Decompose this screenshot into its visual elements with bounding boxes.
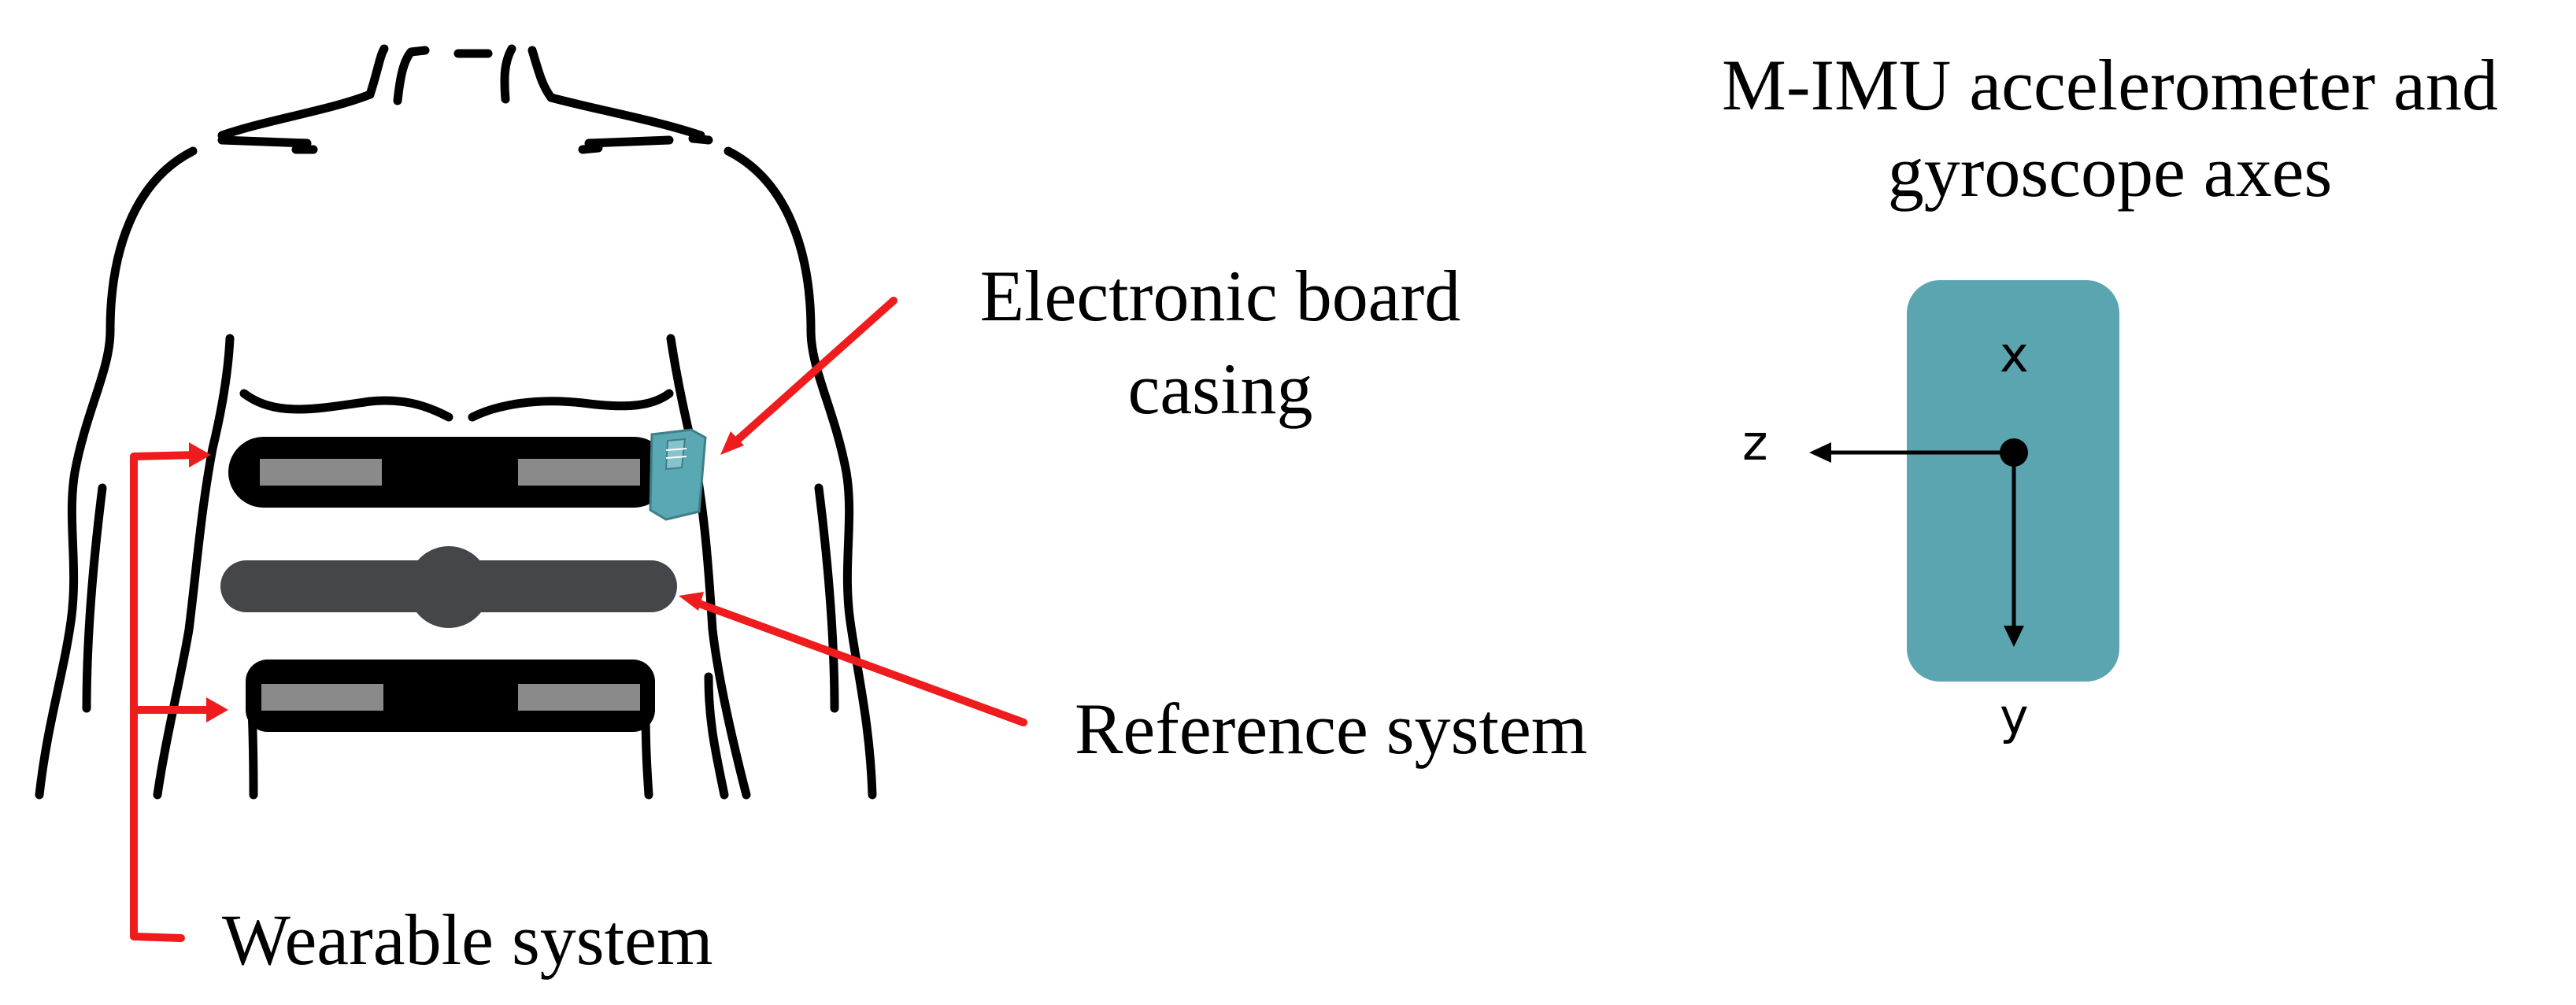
lower-sensor-pad-left [261, 684, 383, 711]
torso-outline [35, 44, 877, 800]
upper-sensor-pad-right [518, 459, 640, 486]
annotation-arrows [130, 297, 1027, 942]
z-axis-label: z [1742, 414, 1768, 471]
upper-sensor-pad-left [260, 459, 382, 486]
x-axis-dot [2000, 438, 2028, 467]
reference-arrow [689, 597, 1027, 726]
lower-wearable-belt [246, 660, 655, 732]
reference-belt [220, 546, 677, 628]
wearable-arrow-upper [130, 451, 201, 460]
imu-title-line1: M-IMU accelerometer and [1722, 45, 2498, 125]
y-axis-arrowhead [2004, 626, 2024, 647]
x-axis-label: x [2000, 326, 2029, 383]
imu-board [1809, 280, 2119, 682]
annotation-arrowheads [189, 431, 744, 722]
wearable-system-label: Wearable system [222, 900, 713, 980]
electronic-casing [649, 428, 707, 521]
casing-arrow [728, 297, 898, 449]
y-axis-label: y [2000, 688, 2029, 745]
wearable-bracket [130, 453, 185, 942]
electronic-board-label-line2: casing [1127, 349, 1313, 429]
reference-system-label: Reference system [1075, 689, 1588, 769]
z-axis-arrowhead [1809, 442, 1831, 463]
lower-sensor-pad-right [518, 684, 640, 711]
electronic-board-label-line1: Electronic board [979, 256, 1461, 336]
upper-wearable-belt [228, 437, 669, 508]
imu-title-line2: gyroscope axes [1887, 131, 2333, 212]
